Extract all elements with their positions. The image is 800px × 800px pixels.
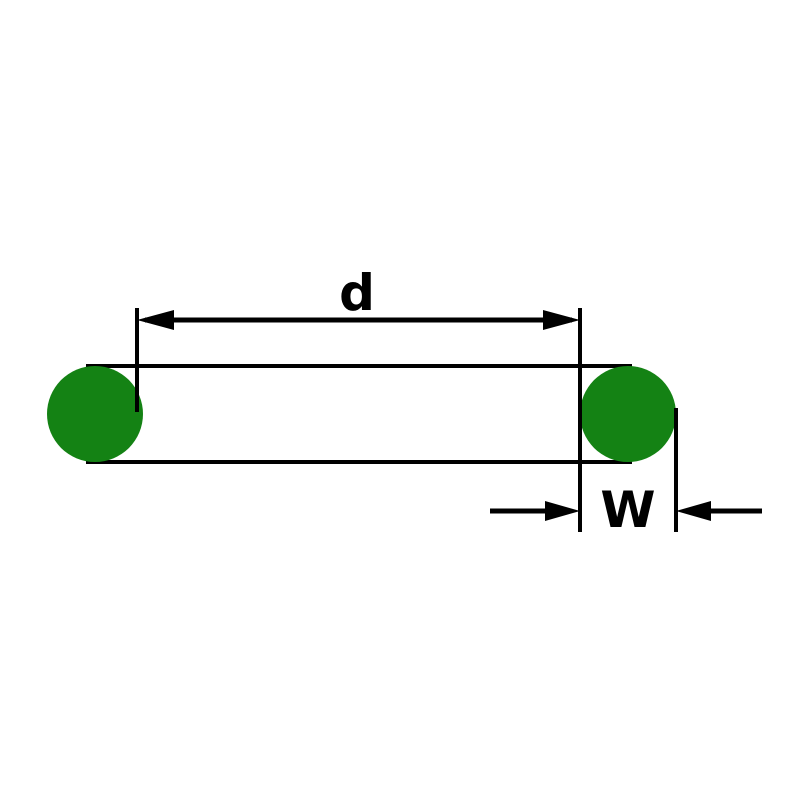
w-arrowhead-left — [545, 501, 580, 521]
d-arrowhead-right — [543, 310, 580, 330]
d-arrowhead-left — [137, 310, 174, 330]
d-dimension-label: d — [339, 264, 375, 322]
oring-right-cross-section — [580, 366, 676, 462]
oring-left-cross-section — [47, 366, 143, 462]
w-dimension-label: W — [600, 481, 655, 539]
w-arrowhead-right — [676, 501, 711, 521]
